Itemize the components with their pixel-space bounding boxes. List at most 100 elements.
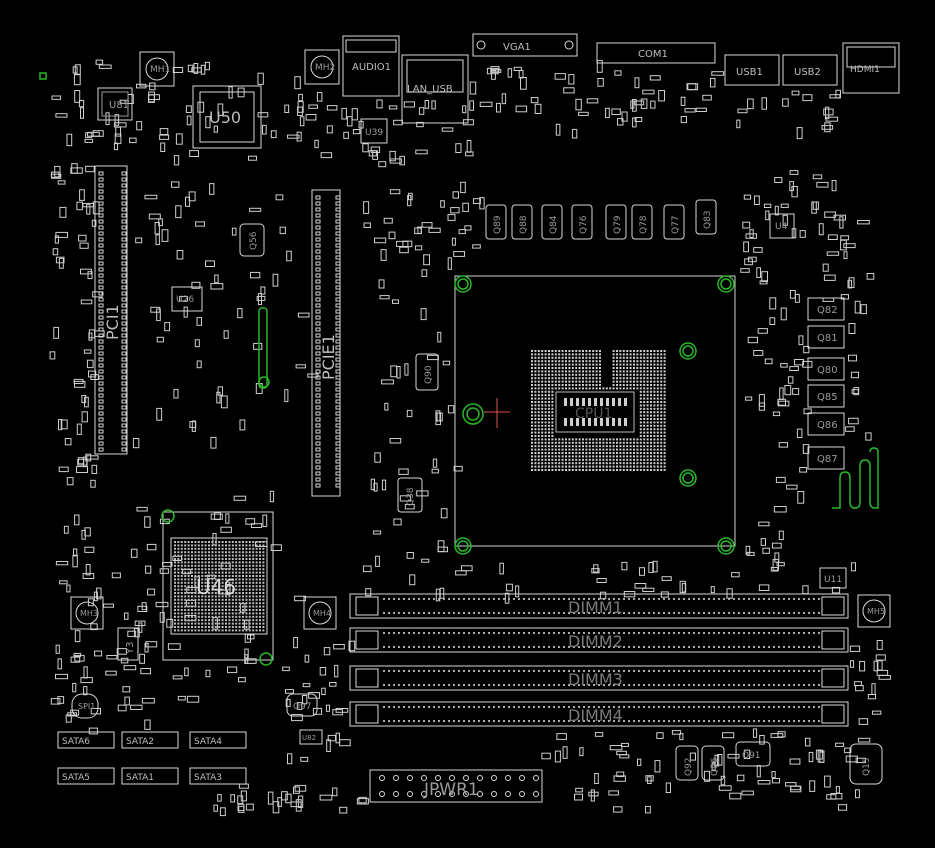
svg-text:U11: U11 [824,575,842,585]
mounting-hole-mh2: MH2 [304,49,340,85]
svg-text:Q80: Q80 [817,365,838,376]
svg-text:Q97: Q97 [293,702,312,712]
svg-text:DIMM1: DIMM1 [568,598,623,617]
connector-com1: COM1 [596,42,716,64]
mounting-hole-mh5: MH5 [857,594,891,628]
svg-text:Q89: Q89 [493,215,503,234]
dimm-slot-dimm2: DIMM2 [349,627,849,653]
svg-text:Q84: Q84 [549,215,559,234]
transistor-q97: Q97 [286,693,318,717]
svg-text:DIMM2: DIMM2 [568,632,623,651]
sata-connectors: SATA6 SATA2 SATA4 SATA5 SATA1 SATA3 [57,731,247,785]
svg-text:MH2: MH2 [315,63,335,73]
connector-jpwr1: JPWR1 [369,769,543,803]
chip-u46-chipset: U46 [162,511,274,661]
dimm-slot-dimm3: DIMM3 [349,665,849,691]
cpu-pin-field [531,350,666,471]
transistor-q38: Q38 [397,477,423,513]
small-components-layer [49,59,891,817]
svg-text:Q90: Q90 [424,365,434,384]
svg-text:U26: U26 [176,295,194,305]
chip-u4: U4 [769,213,795,239]
svg-text:SATA4: SATA4 [194,737,222,747]
svg-text:DIMM3: DIMM3 [568,670,623,689]
svg-text:Q79: Q79 [613,215,623,234]
dimm-slot-dimm4: DIMM4 [349,701,849,727]
svg-text:MH4: MH4 [313,609,331,618]
svg-text:PCIE1: PCIE1 [319,334,338,380]
svg-text:VGA1: VGA1 [503,42,531,53]
svg-text:Q96: Q96 [710,757,720,776]
svg-text:MH3: MH3 [80,609,98,618]
chip-u11: U11 [819,567,847,589]
svg-text:USB1: USB1 [736,67,763,78]
transistor-q56: Q56 [239,223,265,257]
svg-text:Q92: Q92 [684,757,694,776]
svg-text:COM1: COM1 [638,49,668,60]
dimm-slot-dimm1: DIMM1 [349,593,849,619]
connector-lan-usb: LAN_USB [401,54,469,124]
svg-text:HDMI1: HDMI1 [850,65,880,75]
crystal-y3: Y3 [117,627,139,661]
svg-text:Q78: Q78 [639,215,649,234]
connector-audio1: AUDIO1 [342,35,400,97]
mounting-hole-mh1: MH1 [139,51,175,87]
chip-u81: U81 [97,87,133,121]
svg-text:Q56: Q56 [249,231,259,250]
svg-text:PCI1: PCI1 [103,304,122,340]
svg-text:Q87: Q87 [817,454,838,465]
svg-text:U81: U81 [109,100,129,111]
svg-text:Y3: Y3 [125,642,136,655]
svg-text:Q85: Q85 [817,392,838,403]
svg-text:Q81: Q81 [817,333,838,344]
cpu-center-pads [564,398,627,426]
mosfet-row: Q89 Q88 Q84 Q76 Q79 Q78 Q77 Q83 [485,199,717,240]
svg-text:AUDIO1: AUDIO1 [352,62,391,73]
transistor-q90: Q90 [415,353,439,391]
svg-text:Q86: Q86 [817,420,838,431]
connector-hdmi1: HDMI1 [842,42,900,94]
chip-u26: U26 [171,286,203,312]
svg-text:SATA6: SATA6 [62,737,90,747]
svg-text:Q38: Q38 [406,487,416,506]
connector-usb1: USB1 [724,54,780,86]
cpu-socket-cpu1: CPU1 [454,275,736,547]
header-spi1: SPI1 [71,693,99,719]
connector-vga1: VGA1 [472,33,578,57]
mosfet-column-right: Q82 Q81 Q80 Q85 Q86 Q87 [807,297,845,470]
svg-text:Q88: Q88 [519,215,529,234]
svg-text:LAN_USB: LAN_USB [407,84,453,95]
svg-text:DIMM4: DIMM4 [568,706,623,725]
svg-text:Q82: Q82 [817,305,838,316]
svg-text:U46: U46 [196,575,236,599]
mounting-hole-mh3: MH3 [70,596,104,630]
svg-text:JPWR1: JPWR1 [423,780,479,800]
svg-text:U4: U4 [775,222,788,232]
svg-text:SATA2: SATA2 [126,737,154,747]
green-mounting-vias [39,72,879,666]
mounting-hole-mh4: MH4 [303,596,337,630]
chipset-pin-field [174,541,265,632]
slot-pci1: PCI1 [94,165,128,455]
svg-text:USB2: USB2 [794,67,821,78]
chip-u50: U50 [192,85,262,149]
chip-u39: U39 [360,118,388,144]
svg-text:Q83: Q83 [703,210,713,229]
slot-pcie1: PCIE1 [311,189,341,497]
svg-text:Q77: Q77 [671,215,681,234]
svg-text:SATA5: SATA5 [62,773,90,783]
transistors-bottom-right: Q92 Q96 Q91 Q15 [675,741,883,785]
svg-text:SPI1: SPI1 [78,702,95,711]
svg-text:Q15: Q15 [862,757,872,776]
svg-text:SATA3: SATA3 [194,773,222,783]
svg-text:Q91: Q91 [742,751,761,761]
svg-text:SATA1: SATA1 [126,773,154,783]
svg-text:MH5: MH5 [867,607,885,616]
svg-text:U82: U82 [302,734,316,742]
svg-text:CPU1: CPU1 [575,406,612,422]
chip-u82: U82 [299,729,323,745]
connector-usb2: USB2 [782,54,838,86]
svg-text:U39: U39 [365,128,383,138]
svg-text:U50: U50 [209,108,241,127]
